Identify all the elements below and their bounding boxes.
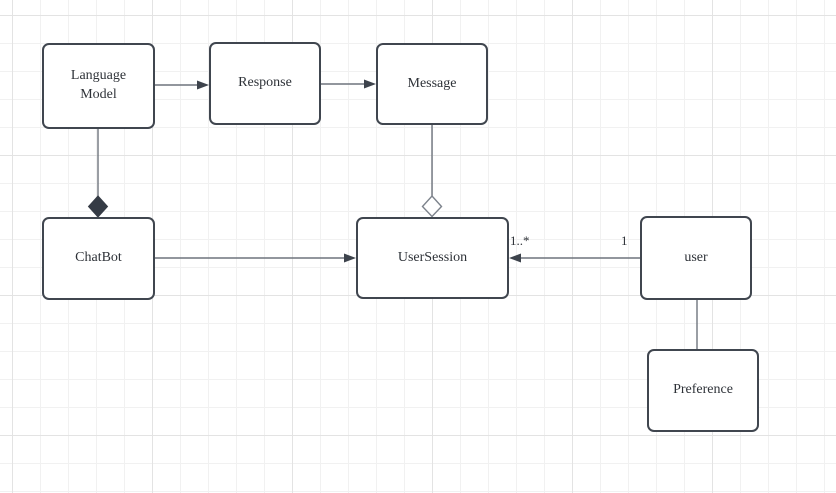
arrowhead-icon: [509, 253, 521, 263]
arrowhead-icon: [364, 79, 376, 89]
node-preference[interactable]: Preference: [647, 349, 759, 432]
edge-message-usersession-aggregation[interactable]: [421, 125, 443, 218]
node-label: Language Model: [70, 68, 127, 102]
arrowhead-icon: [197, 80, 209, 90]
node-chatbot[interactable]: ChatBot: [42, 217, 155, 300]
aggregation-diamond-icon: [421, 194, 443, 218]
edge-multiplicity-source: 1: [621, 233, 628, 248]
arrowhead-icon: [344, 253, 356, 263]
edge-multiplicity-target: 1..*: [510, 233, 530, 248]
edge-user-usersession[interactable]: [509, 253, 640, 263]
node-language-model[interactable]: Language Model: [42, 43, 155, 129]
node-usersession[interactable]: UserSession: [356, 217, 509, 299]
node-label: UserSession: [397, 249, 468, 265]
edge-chatbot-usersession[interactable]: [155, 253, 356, 263]
composition-diamond-icon: [87, 195, 109, 218]
node-label: Message: [407, 75, 457, 91]
edge-response-message[interactable]: [321, 79, 376, 89]
node-label: user: [684, 249, 708, 265]
node-label: Response: [238, 75, 292, 91]
node-message[interactable]: Message: [376, 43, 488, 125]
node-user[interactable]: user: [640, 216, 752, 300]
edge-language-model-chatbot-composition[interactable]: [87, 129, 109, 218]
node-label: Preference: [673, 382, 733, 398]
node-label: ChatBot: [75, 250, 122, 266]
node-response[interactable]: Response: [209, 42, 321, 125]
edge-language-model-response[interactable]: [155, 80, 209, 90]
